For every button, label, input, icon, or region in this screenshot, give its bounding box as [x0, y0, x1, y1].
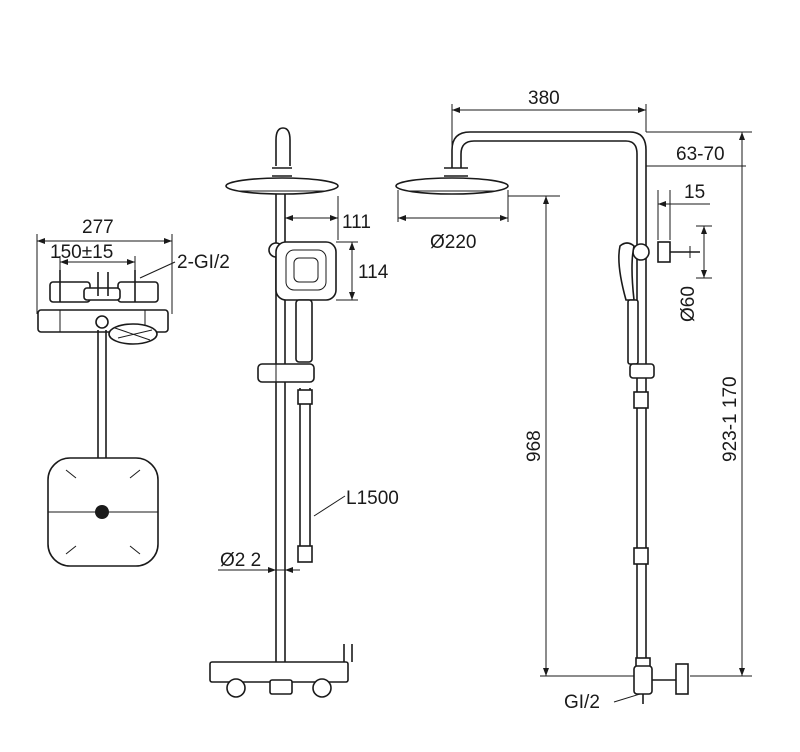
- dim-label-968: 968: [524, 430, 545, 462]
- dim-label-380: 380: [528, 88, 560, 109]
- slide-bracket: [257, 363, 315, 383]
- dim-label-dia220: Ø220: [430, 232, 476, 253]
- dim-label-114: 114: [358, 262, 389, 283]
- dim-label-2gi: 2-GI/2: [177, 252, 230, 273]
- bottom-inlet: [633, 657, 689, 704]
- leader-2gi: [139, 261, 176, 279]
- handheld-shower-front: [618, 242, 655, 379]
- dimension-9231170: 923-1 170: [646, 131, 752, 677]
- handheld-head-side: [268, 241, 337, 363]
- dimension-111: 111: [284, 196, 371, 240]
- dimension-380: 380: [451, 88, 647, 166]
- leader-gi2: [613, 693, 641, 703]
- front-view: 380 Ø220 63-70 15: [395, 88, 752, 713]
- dim-label-gi2: GI/2: [564, 692, 600, 713]
- thermostatic-valve-side: [209, 644, 353, 698]
- dim-label-111: 111: [342, 212, 371, 233]
- head-plan: [47, 457, 159, 567]
- valve-plan: [37, 270, 169, 345]
- dim-label-6370: 63-70: [676, 144, 725, 165]
- wall-bracket: Ø60: [657, 225, 712, 322]
- side-view: 111 114 L1500: [209, 127, 399, 698]
- dimension-968: 968: [508, 195, 636, 677]
- dimension-dia220: Ø220: [397, 190, 509, 253]
- dimension-15: 15: [657, 182, 710, 240]
- dimension-6370: 63-70: [646, 144, 746, 167]
- dim-label-15: 15: [684, 182, 705, 203]
- dim-label-dia22: Ø2 2: [220, 550, 261, 571]
- dimension-114: 114: [336, 241, 389, 301]
- rain-head-front: [395, 177, 509, 195]
- dim-label-277: 277: [82, 217, 114, 238]
- dim-label-dia60: Ø60: [678, 286, 699, 322]
- plan-view: 277 150±15 2-GI/2: [36, 217, 230, 567]
- leader-l1500: [313, 495, 346, 517]
- riser-joint: [633, 391, 649, 409]
- dim-label-9231170: 923-1 170: [720, 376, 741, 462]
- hose: [297, 388, 313, 563]
- riser-joint: [633, 547, 649, 565]
- dim-label-150: 150±15: [50, 242, 113, 263]
- dimension-277: 277: [36, 217, 173, 314]
- dim-label-l1500: L1500: [346, 488, 399, 509]
